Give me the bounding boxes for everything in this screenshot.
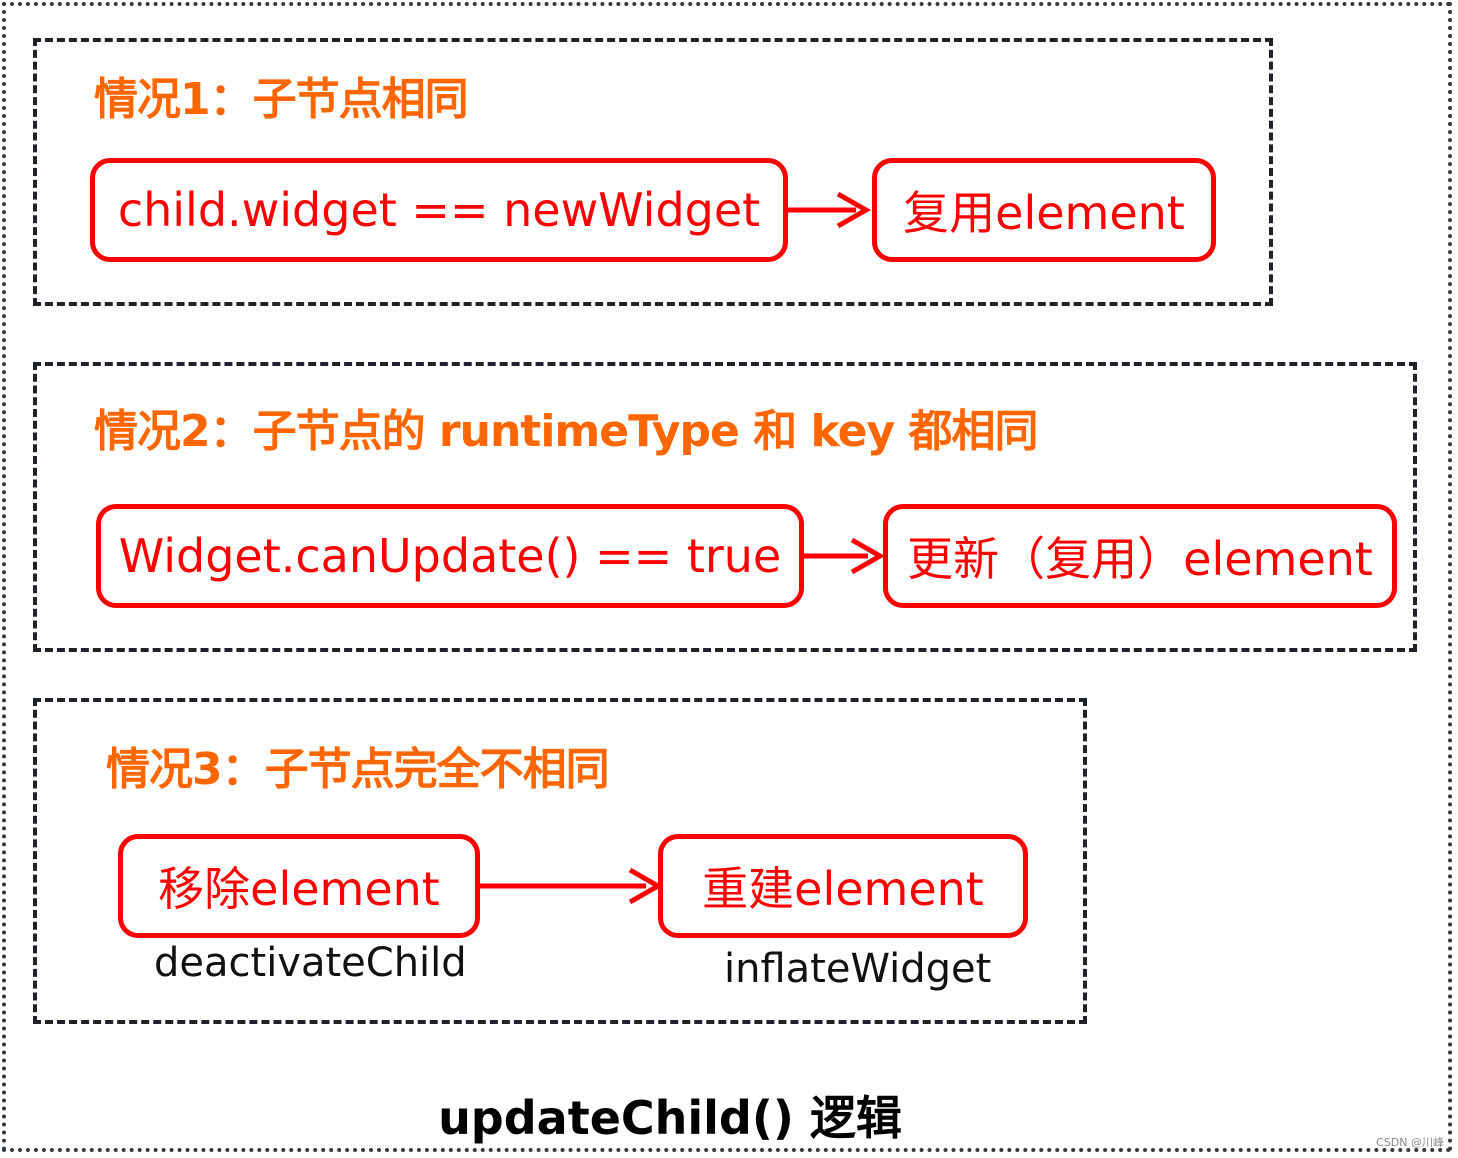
- diagram-title: updateChild() 逻辑: [438, 1091, 902, 1145]
- case-1-result-node: 复用element: [872, 158, 1216, 262]
- case-2-condition-text: Widget.canUpdate() == true: [118, 529, 782, 583]
- case-3-title: 情况3：子节点完全不相同: [106, 744, 610, 795]
- case-2-title: 情况2：子节点的 runtimeType 和 key 都相同: [94, 406, 1038, 457]
- case-3-result-node: 重建element: [658, 834, 1028, 938]
- case-2-box: [33, 362, 1417, 652]
- case-1-condition-text: child.widget == newWidget: [117, 183, 761, 237]
- case-3-condition-sub-label: deactivateChild: [154, 940, 467, 986]
- case-3-condition-text: 移除element: [158, 862, 440, 916]
- watermark: CSDN @川峰: [1376, 1136, 1444, 1149]
- case-2-result-node: 更新（复用）element: [883, 504, 1397, 608]
- case-2-result-text: 更新（复用）element: [907, 532, 1373, 586]
- case-3-box: [33, 698, 1087, 1024]
- case-3-result-sub-label: inflateWidget: [724, 946, 992, 992]
- case-1-result-text: 复用element: [903, 186, 1185, 240]
- case-3-condition-node: 移除element: [118, 834, 480, 938]
- case-2-condition-node: Widget.canUpdate() == true: [96, 504, 804, 608]
- case-1-title: 情况1：子节点相同: [94, 74, 469, 125]
- case-3-result-text: 重建element: [702, 862, 984, 916]
- case-1-box: [33, 38, 1273, 306]
- case-1-condition-node: child.widget == newWidget: [90, 158, 788, 262]
